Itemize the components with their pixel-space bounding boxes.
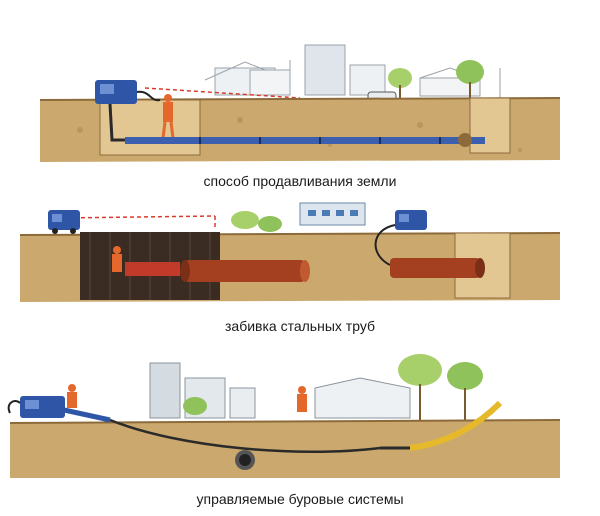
- drill-path: [109, 418, 381, 454]
- receiving-pit: [469, 97, 511, 154]
- machine-icon: [374, 210, 427, 266]
- warning-fence: [144, 87, 301, 99]
- steel-pipe-icon: [180, 260, 310, 282]
- caption-soil-pressing: способ продавливания земли: [203, 173, 397, 189]
- scene-steel-pipe-ramming: [0, 200, 600, 310]
- drilling-rig-icon: [7, 396, 111, 423]
- scene-directional-drilling: [0, 348, 600, 483]
- scene-soil-pressing: [0, 40, 600, 165]
- tree-icon: [183, 354, 483, 420]
- existing-pipe-icon: [235, 450, 255, 470]
- tree-icon: [388, 60, 484, 98]
- machine-icon: [48, 210, 80, 234]
- yellow-pipe-icon: [380, 400, 503, 451]
- caption-steel-pipe-ramming: забивка стальных труб: [225, 318, 375, 334]
- worker-icon: [67, 384, 307, 412]
- background-buildings: [149, 362, 411, 419]
- background-trees: [231, 202, 366, 232]
- scene-soil-pressing-illustration: [39, 44, 561, 162]
- warning-fence: [59, 215, 216, 230]
- caption-directional-drilling: управляемые буровые системы: [196, 491, 404, 507]
- steel-pipe-icon: [390, 258, 485, 278]
- scene-directional-drilling-illustration: [7, 354, 561, 478]
- scene-steel-pipe-ramming-illustration: [19, 202, 561, 302]
- pipe-icon: [125, 133, 485, 147]
- worker-icon: [161, 94, 175, 139]
- soil-layer: [10, 420, 560, 478]
- machine-icon: [95, 80, 161, 142]
- worker-icon: [112, 246, 122, 272]
- launch-pit: [99, 99, 201, 156]
- rammer-icon: [125, 262, 180, 276]
- background-buildings: [204, 44, 501, 98]
